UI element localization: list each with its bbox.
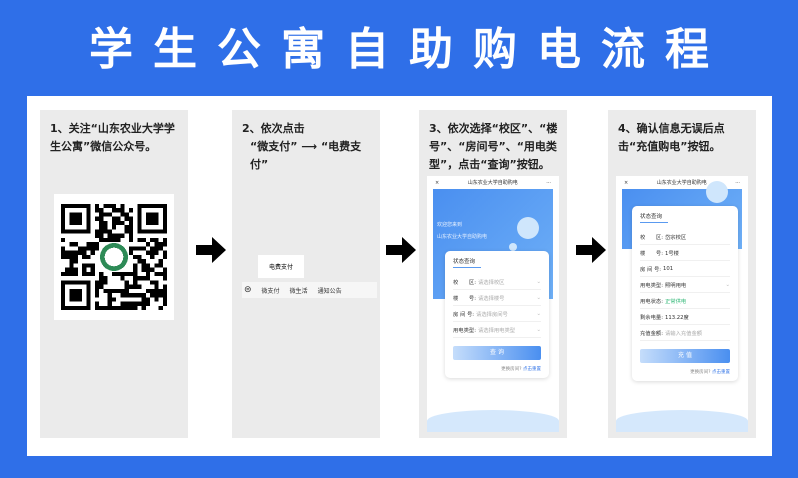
page-title: 学生公寓自助购电流程 xyxy=(89,24,729,75)
chevron-down-icon[interactable]: ⌄ xyxy=(536,294,541,301)
tab-status-query[interactable]: 状态查询 xyxy=(453,257,481,268)
row-label: 楼 号: xyxy=(453,295,476,302)
row-value[interactable]: 请选择校区 xyxy=(477,279,505,286)
query-button[interactable]: 查 询 xyxy=(453,346,541,360)
menu-notice[interactable]: 通知公告 xyxy=(317,287,342,295)
row-label: 用电状态: xyxy=(640,298,663,305)
wechat-menu: 电费支付 ⊜ 微支付 微生活 通知公告 xyxy=(242,255,377,298)
chevron-down-icon[interactable]: ⌄ xyxy=(536,326,541,333)
close-icon[interactable]: × xyxy=(624,179,629,186)
row-label: 剩余电量: xyxy=(640,314,663,321)
step-1-text: 1、关注“山东农业大学学生公寓”微信公众号。 xyxy=(50,122,175,153)
query-card: 状态查询 校 区:请选择校区⌄楼 号:请选择楼号⌄房 间 号:请选择房间号⌄用电… xyxy=(445,251,549,378)
row-value[interactable]: 请选择房间号 xyxy=(476,311,508,318)
form-row[interactable]: 剩余电量:113.22度 xyxy=(640,309,730,325)
close-icon[interactable]: × xyxy=(435,179,440,186)
reset-link[interactable]: 点击重置 xyxy=(712,370,730,375)
more-icon[interactable]: ··· xyxy=(546,179,551,186)
step-4-panel: 4、确认信息无误后点击“充值购电”按钮。 × 山东农业大学自助购电 ··· 状态查询… xyxy=(608,110,756,438)
arrow-right-icon xyxy=(386,237,416,263)
row-value[interactable]: 照明用电 xyxy=(664,282,687,289)
row-value[interactable]: 101 xyxy=(663,265,674,272)
form-row[interactable]: 充值金额:请输入充值金额 xyxy=(640,325,730,341)
step-4-text: 4、确认信息无误后点击“充值购电”按钮。 xyxy=(618,122,725,153)
form-row[interactable]: 校 区:岱宗校区 xyxy=(640,229,730,245)
chevron-down-icon[interactable]: ⌄ xyxy=(536,310,541,317)
row-label: 用电类型: xyxy=(640,282,663,289)
row-label: 校 区: xyxy=(640,234,663,241)
row-value[interactable]: 1号楼 xyxy=(664,250,679,257)
chevron-down-icon[interactable]: ⌄ xyxy=(536,278,541,285)
form-row[interactable]: 楼 号:1号楼 xyxy=(640,245,730,261)
keyboard-icon[interactable]: ⊜ xyxy=(244,285,252,295)
step-2-panel: 2、依次点击 “微支付” ⟶ “电费支付” 电费支付 ⊜ 微支付 微生活 通知公… xyxy=(232,110,380,438)
row-label: 楼 号: xyxy=(640,250,663,257)
change-room-text: 更换房间? xyxy=(690,370,711,375)
step-3-panel: 3、依次选择“校区”、“楼号”、“房间号”、“用电类型”，点击“查询”按钮。 ×… xyxy=(419,110,567,438)
reset-link[interactable]: 点击重置 xyxy=(523,367,541,372)
menu-wepay[interactable]: 微支付 xyxy=(261,287,280,295)
row-value[interactable]: 岱宗校区 xyxy=(664,234,687,241)
form-row[interactable]: 用电类型:照明用电 ⌄ xyxy=(640,277,730,293)
row-label: 房 间 号: xyxy=(640,266,662,273)
row-value[interactable]: 请选择楼号 xyxy=(477,295,505,302)
more-icon[interactable]: ··· xyxy=(735,179,740,186)
menu-welife[interactable]: 微生活 xyxy=(289,287,308,295)
recharge-screen: ×山东农业大学自助购电··· 状态查询 校 区:岱宗校区楼 号:1号楼房 间 号… xyxy=(616,176,748,432)
arrow-right-icon xyxy=(196,237,226,263)
query-screen: × 山东农业大学自助购电 ··· 欢迎您来到 山东农业大学自助购电 状态查询 校 区… xyxy=(427,176,559,432)
step-2-wepay: “微支付” xyxy=(250,140,298,153)
form-row[interactable]: 房 间 号:请选择房间号 ⌄ xyxy=(453,306,541,322)
row-value[interactable]: 113.22度 xyxy=(664,314,689,321)
row-label: 校 区: xyxy=(453,279,476,286)
chevron-down-icon[interactable]: ⌄ xyxy=(725,281,730,288)
qr-code[interactable] xyxy=(54,194,174,320)
step-2-line1: 2、依次点击 xyxy=(242,122,305,135)
step-1-panel: 1、关注“山东农业大学学生公寓”微信公众号。 xyxy=(40,110,188,438)
tab-status-query[interactable]: 状态查询 xyxy=(640,212,668,223)
row-value[interactable]: 请输入充值金额 xyxy=(664,330,703,337)
step-2-elec: “电费支付” xyxy=(250,140,362,171)
change-room-text: 更换房间? xyxy=(501,367,522,372)
row-value[interactable]: 正常供电 xyxy=(664,298,687,305)
form-row[interactable]: 校 区:请选择校区 ⌄ xyxy=(453,274,541,290)
arrow-icon: ⟶ xyxy=(301,140,318,153)
menu-popup-elec-pay[interactable]: 电费支付 xyxy=(258,255,304,278)
row-label: 房 间 号: xyxy=(453,311,475,318)
form-row[interactable]: 楼 号:请选择楼号 ⌄ xyxy=(453,290,541,306)
app-title: 山东农业大学自助购电 xyxy=(656,180,707,186)
row-label: 充值金额: xyxy=(640,330,663,337)
row-value[interactable]: 请选择用电类型 xyxy=(477,327,516,334)
welcome-text: 欢迎您来到 xyxy=(437,222,463,228)
menu-bar: ⊜ 微支付 微生活 通知公告 xyxy=(242,282,377,298)
arrow-right-icon xyxy=(576,237,606,263)
form-row[interactable]: 用电类型:请选择用电类型 ⌄ xyxy=(453,322,541,338)
form-row[interactable]: 房 间 号:101 xyxy=(640,261,730,277)
app-title: 山东农业大学自助购电 xyxy=(467,180,518,186)
step-3-text: 3、依次选择“校区”、“楼号”、“房间号”、“用电类型”，点击“查询”按钮。 xyxy=(429,122,558,171)
row-label: 用电类型: xyxy=(453,327,476,334)
recharge-button[interactable]: 充 值 xyxy=(640,349,730,363)
form-row[interactable]: 用电状态:正常供电 xyxy=(640,293,730,309)
school-text: 山东农业大学自助购电 xyxy=(437,234,488,240)
step-2-text: 2、依次点击 “微支付” ⟶ “电费支付” xyxy=(242,120,374,174)
